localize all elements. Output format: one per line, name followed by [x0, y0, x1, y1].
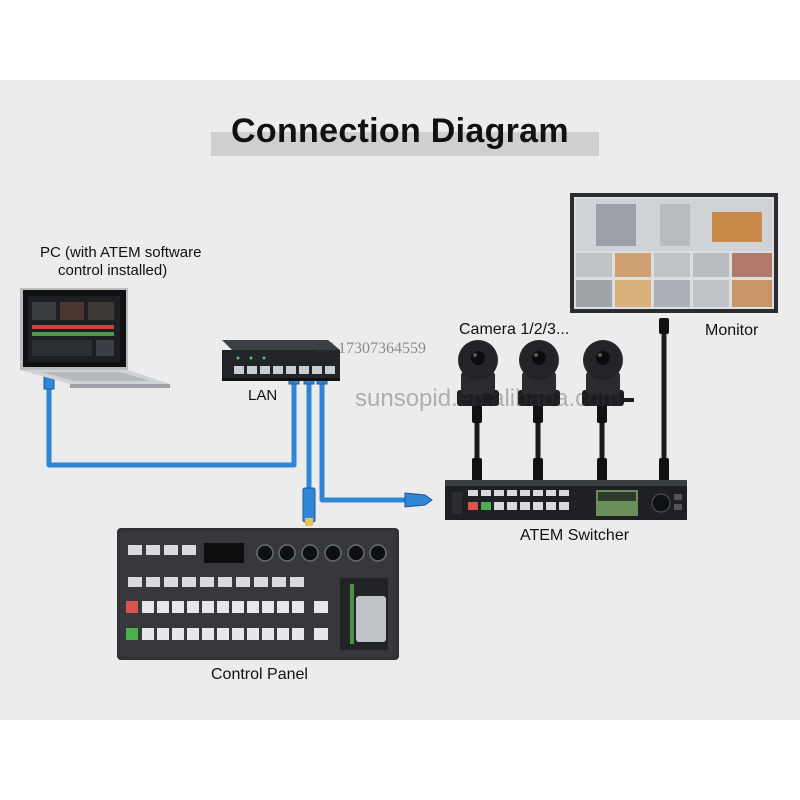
- pc-label: PC (with ATEM software control installed…: [40, 244, 210, 280]
- laptop-icon: [20, 288, 170, 388]
- camera-1: [457, 340, 499, 406]
- black-cable-plugs: [472, 318, 669, 482]
- pc-label-line1: PC (with ATEM software: [40, 244, 202, 261]
- panel-preview-key-green: [126, 628, 138, 640]
- monitor-label: Monitor: [705, 322, 759, 339]
- panel-program-key-red: [126, 601, 138, 613]
- pc-to-lan-cable: [46, 377, 297, 468]
- control-panel-label: Control Panel: [211, 666, 308, 683]
- camera-2: [518, 340, 560, 406]
- panel-row2-keys: [142, 628, 328, 640]
- camera-label: Camera 1/2/3...: [459, 321, 570, 338]
- blue-cables: [46, 377, 413, 503]
- network-switch-icon: [222, 340, 340, 381]
- atem-switcher-label: ATEM Switcher: [520, 527, 630, 544]
- pc-label-line2: control installed): [58, 262, 168, 279]
- watermark-phone: 86 17307364559: [318, 340, 426, 357]
- control-panel-icon: [117, 528, 399, 660]
- panel-row1-keys: [142, 601, 328, 613]
- ptz-camera-icon: [457, 340, 634, 406]
- lan-label: LAN: [248, 387, 278, 404]
- panel-plug: [302, 487, 316, 523]
- watermark-site: sunsopid.en.alibaba.com: [355, 385, 621, 412]
- atem-switcher-icon: [445, 480, 687, 520]
- monitor-icon: [570, 193, 778, 313]
- page-title: Connection Diagram: [231, 112, 569, 150]
- lan-to-atem-cable: [319, 377, 413, 503]
- panel-plug-tip: [305, 518, 313, 526]
- atem-plug: [404, 492, 433, 508]
- camera-3: [582, 340, 634, 406]
- t-bar-handle: [356, 596, 386, 642]
- title-underline-bar: [211, 132, 599, 156]
